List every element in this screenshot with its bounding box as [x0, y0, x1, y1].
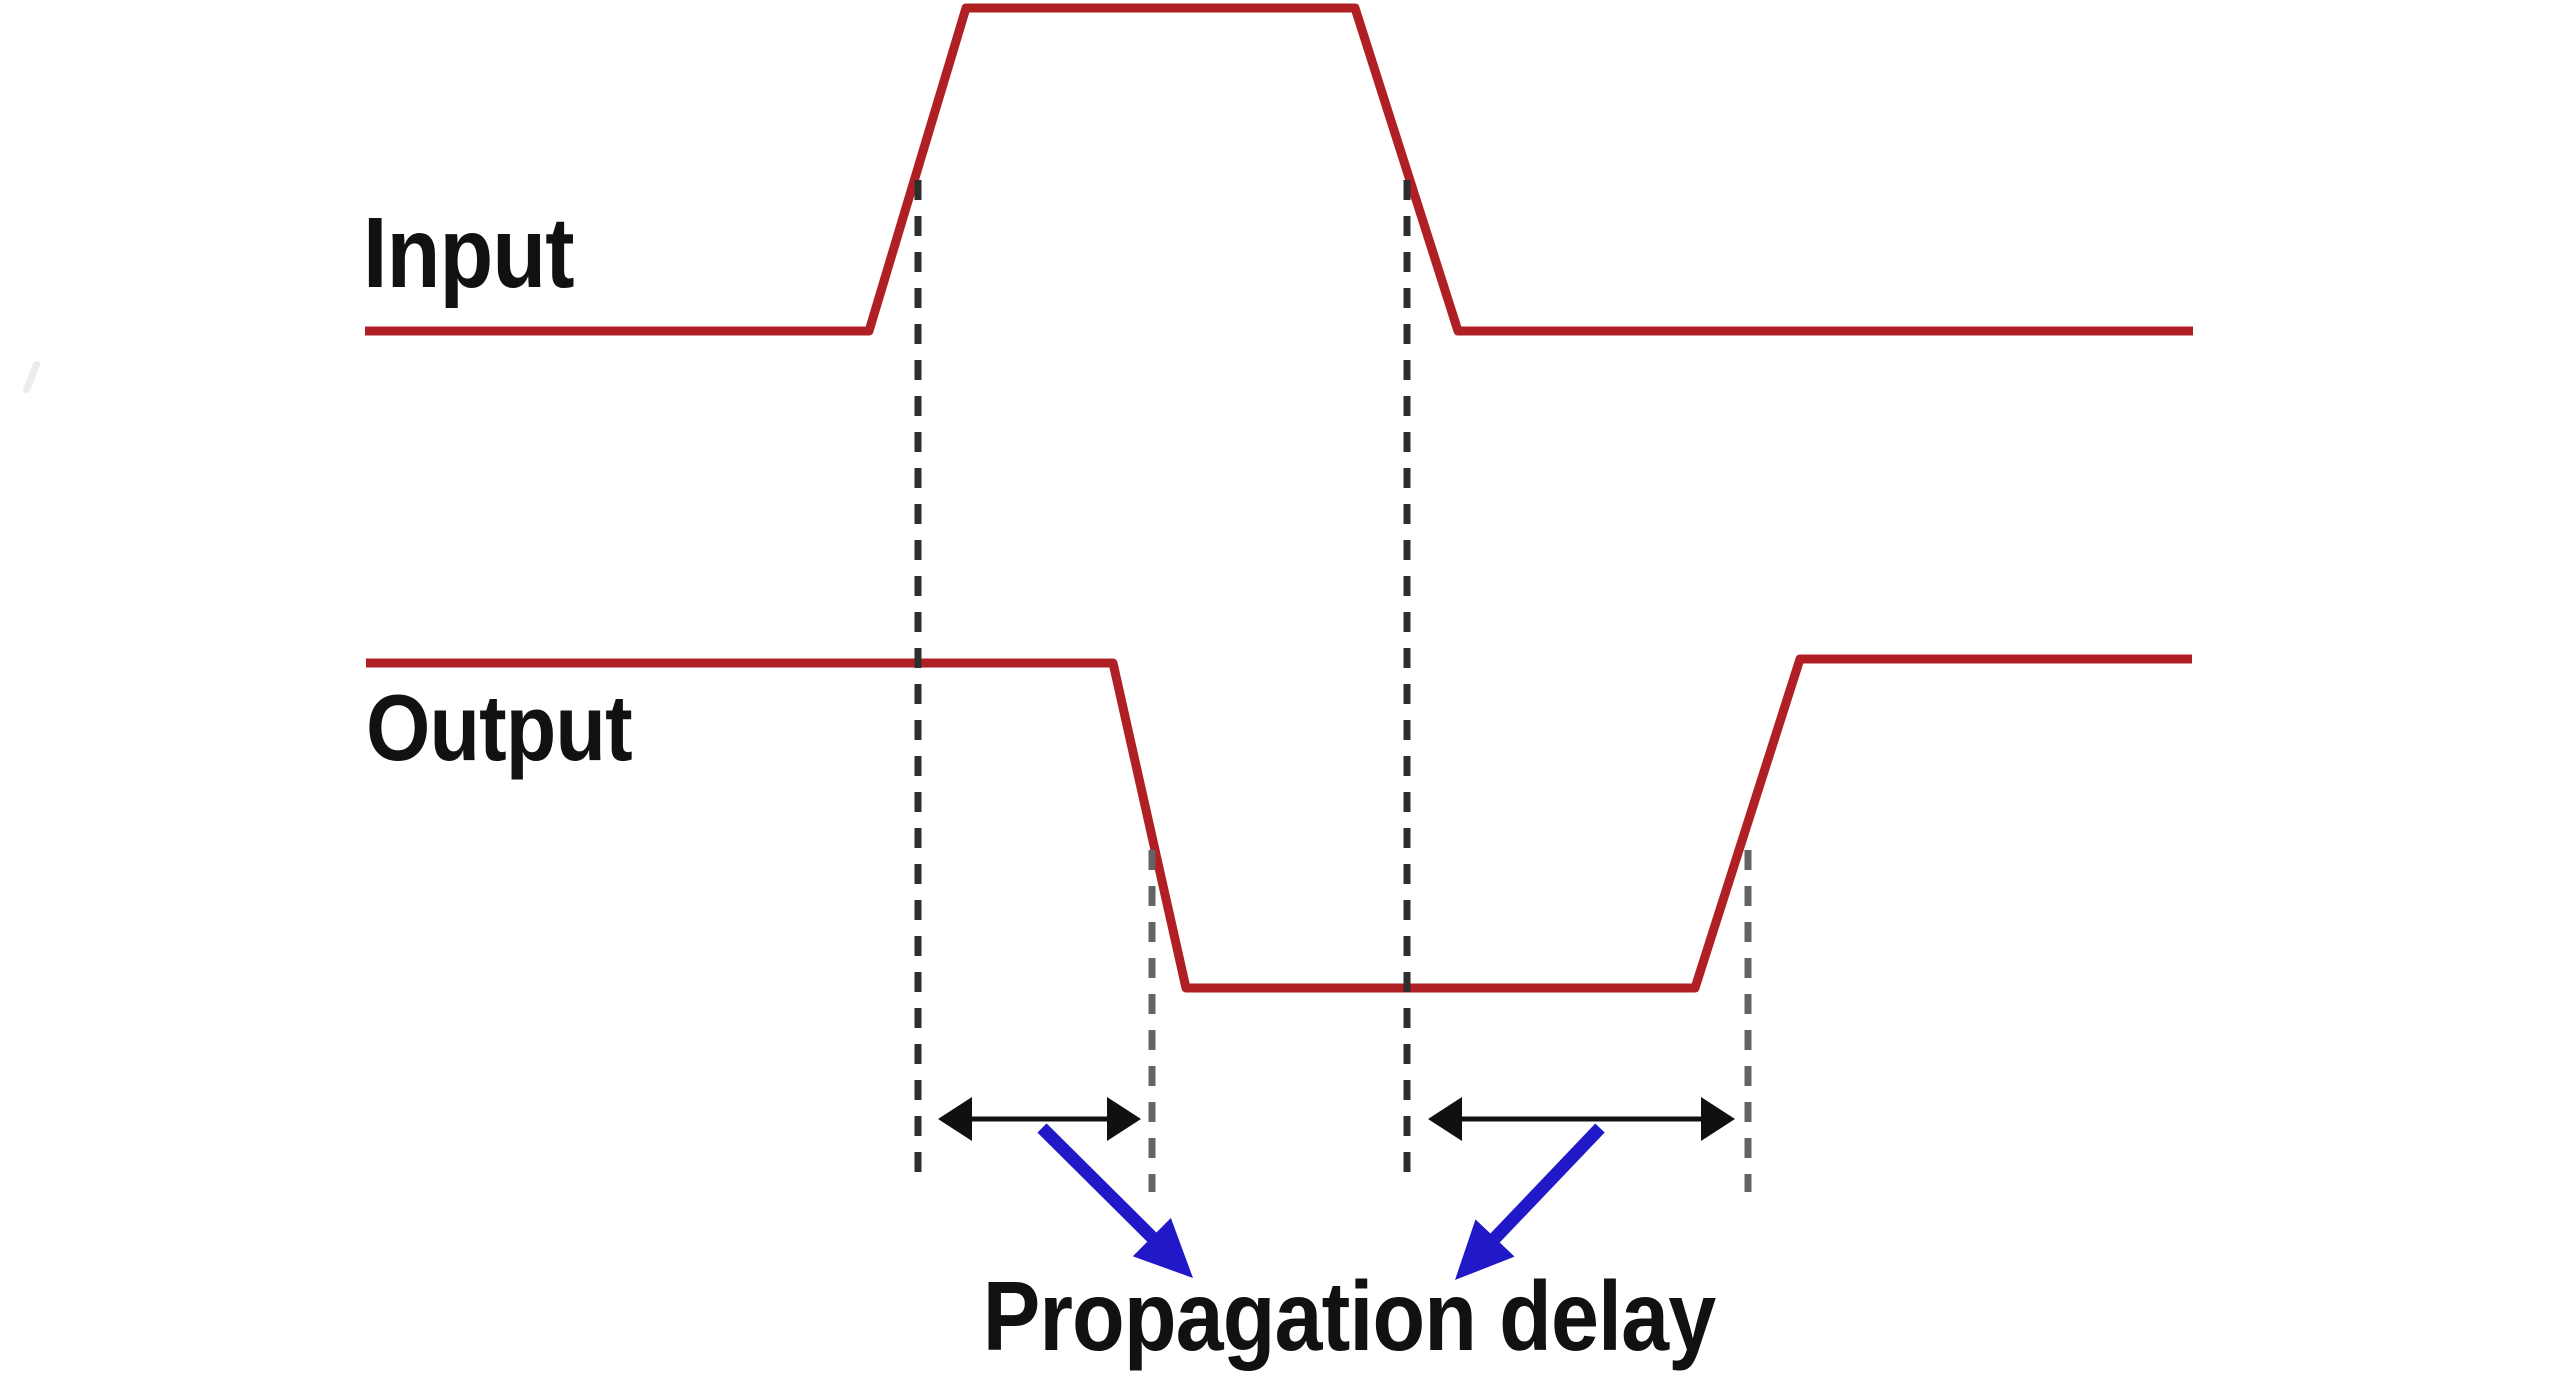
input-signal-label: Input — [363, 197, 575, 309]
delay-interval-arrow-right-head-right — [1701, 1097, 1735, 1141]
caption-pointer-arrow-right-head — [1455, 1219, 1515, 1280]
caption-pointer-arrow-right-shaft — [1486, 1123, 1605, 1247]
delay-interval-arrow-left-head-left — [938, 1097, 972, 1141]
output-signal-label: Output — [366, 675, 633, 780]
caption-pointer-arrow-left-shaft — [1037, 1123, 1161, 1246]
output-waveform — [366, 654, 2192, 993]
caption-pointer-arrow-left-head — [1132, 1217, 1193, 1278]
propagation-delay-caption: Propagation delay — [982, 1261, 1716, 1371]
delay-interval-arrow-left-head-right — [1107, 1097, 1141, 1141]
input-waveform — [365, 3, 2193, 336]
delay-interval-arrow-right-head-left — [1428, 1097, 1462, 1141]
